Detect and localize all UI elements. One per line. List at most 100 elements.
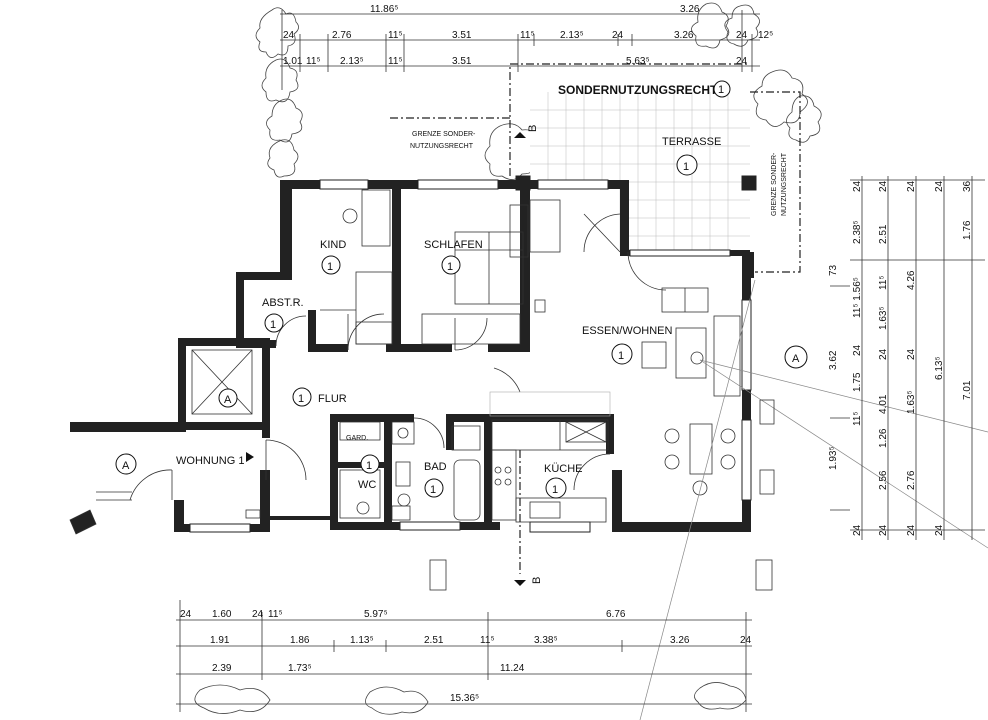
svg-text:24: 24 bbox=[934, 524, 945, 536]
grenze-right-line1: GRENZE SONDER- bbox=[771, 152, 778, 216]
svg-text:3.62: 3.62 bbox=[828, 350, 839, 370]
dim-bot-r3-0: 2.39 bbox=[212, 663, 232, 674]
marker-abstr: 1 bbox=[264, 313, 284, 333]
stair-fragment bbox=[69, 399, 775, 591]
marker-kueche: 1 bbox=[545, 477, 567, 499]
dimension-lines-top: 11.86⁵ 3.26 24 2.76 11⁵ 3.51 11⁵ 2.13⁵ 2… bbox=[280, 4, 773, 90]
marker-a-right: A bbox=[784, 345, 808, 369]
svg-text:6.13⁵: 6.13⁵ bbox=[934, 356, 945, 380]
room-essen-wohnen: ESSEN/WOHNEN bbox=[582, 325, 673, 337]
room-labels: KIND SCHLAFEN ABST.R. FLUR ESSEN/WOHNEN … bbox=[176, 83, 788, 491]
room-wc: WC bbox=[358, 479, 376, 491]
dim-top-r1-0: 11.86⁵ bbox=[370, 4, 398, 15]
dim-top-r2-3: 3.51 bbox=[452, 30, 472, 41]
dim-top-r2-5: 2.13⁵ bbox=[560, 30, 584, 41]
marker-wc: 1 bbox=[360, 454, 380, 474]
room-abstr: ABST.R. bbox=[262, 297, 304, 309]
section-lines bbox=[514, 132, 988, 720]
dim-top-r2-7: 3.26 bbox=[674, 30, 694, 41]
svg-text:2.38⁵: 2.38⁵ bbox=[852, 220, 863, 244]
room-schlafen: SCHLAFEN bbox=[424, 239, 483, 251]
svg-text:1: 1 bbox=[447, 261, 453, 273]
svg-text:1: 1 bbox=[270, 319, 276, 331]
dim-bot-r1-1: 1.60 bbox=[212, 609, 232, 620]
room-kind: KIND bbox=[320, 239, 346, 251]
svg-text:7.01: 7.01 bbox=[962, 380, 973, 400]
marker-b-top: B bbox=[527, 125, 539, 132]
room-bad: BAD bbox=[424, 461, 447, 473]
room-wohnung: WOHNUNG 1 bbox=[176, 455, 244, 467]
svg-text:1: 1 bbox=[552, 484, 558, 496]
marker-terrasse: 1 bbox=[676, 154, 698, 176]
garden-trees-top bbox=[255, 2, 822, 180]
marker-schlafen: 1 bbox=[441, 255, 461, 275]
dimension-lines-right: 24 2.38⁵ 73 11⁵ 1.56⁵ 24 1.75 11⁵ 1.93⁵ … bbox=[828, 176, 985, 540]
dim-top-r3-3: 11⁵ bbox=[388, 56, 403, 67]
svg-text:24: 24 bbox=[878, 180, 889, 192]
dim-bot-r1-3: 11⁵ bbox=[268, 609, 283, 620]
svg-text:1: 1 bbox=[327, 261, 333, 273]
dim-bot-r2-4: 11⁵ bbox=[480, 635, 495, 646]
marker-flur: 1 bbox=[292, 387, 312, 407]
dim-top-r3-6: 24 bbox=[736, 56, 748, 67]
svg-text:B: B bbox=[527, 125, 539, 132]
dim-bot-r3-2: 11.24 bbox=[500, 663, 525, 674]
svg-text:B: B bbox=[531, 577, 543, 584]
svg-text:24: 24 bbox=[878, 524, 889, 536]
svg-text:24: 24 bbox=[934, 180, 945, 192]
svg-text:1.76: 1.76 bbox=[962, 220, 973, 240]
special-use-boundary bbox=[390, 63, 801, 273]
dimension-lines-bottom: 24 1.60 24 11⁵ 5.97⁵ 6.76 1.91 1.86 1.13… bbox=[176, 600, 752, 712]
svg-text:11⁵: 11⁵ bbox=[878, 275, 889, 290]
room-flur: FLUR bbox=[318, 393, 347, 405]
dim-bot-r2-0: 1.91 bbox=[210, 635, 230, 646]
dim-bot-r2-2: 1.13⁵ bbox=[350, 635, 374, 646]
dim-top-r2-6: 24 bbox=[612, 30, 624, 41]
svg-text:4.26: 4.26 bbox=[906, 270, 917, 290]
svg-text:11⁵: 11⁵ bbox=[852, 411, 863, 426]
dim-bot-r4-0: 15.36⁵ bbox=[450, 693, 479, 704]
dim-bot-r1-5: 6.76 bbox=[606, 609, 626, 620]
dim-bot-r2-6: 3.26 bbox=[670, 635, 690, 646]
svg-text:4.01: 4.01 bbox=[878, 394, 889, 414]
marker-essen: 1 bbox=[611, 343, 633, 365]
garden-trees-bottom bbox=[194, 682, 747, 715]
dim-bot-r2-7: 24 bbox=[740, 635, 752, 646]
svg-text:1.93⁵: 1.93⁵ bbox=[828, 446, 839, 470]
svg-text:24: 24 bbox=[852, 524, 863, 536]
dim-top-r3-0: 1.01 bbox=[283, 56, 303, 67]
marker-b-bottom: B bbox=[531, 577, 543, 584]
dim-top-r2-4: 11⁵ bbox=[520, 30, 535, 41]
svg-text:24: 24 bbox=[878, 348, 889, 360]
dim-top-r3-1: 11⁵ bbox=[306, 56, 321, 67]
svg-text:1.75: 1.75 bbox=[852, 372, 863, 392]
svg-text:24: 24 bbox=[852, 180, 863, 192]
dim-bot-r3-1: 1.73⁵ bbox=[288, 663, 312, 674]
marker-kind: 1 bbox=[321, 255, 341, 275]
label-garderobe: GARD. bbox=[346, 435, 368, 442]
dim-top-r2-9: 12⁵ bbox=[758, 30, 773, 41]
dim-top-r1-1: 3.26 bbox=[680, 4, 700, 15]
dim-top-r2-0: 24 bbox=[283, 30, 295, 41]
terrace-tiles bbox=[530, 92, 750, 252]
marker-a-left: A bbox=[115, 453, 137, 475]
svg-text:2.76: 2.76 bbox=[906, 470, 917, 490]
dim-top-r3-4: 3.51 bbox=[452, 56, 472, 67]
room-terrasse: TERRASSE bbox=[662, 136, 721, 148]
doors bbox=[129, 213, 667, 501]
svg-text:A: A bbox=[792, 353, 800, 365]
svg-text:1: 1 bbox=[718, 84, 724, 96]
svg-text:11⁵ 1.56⁵: 11⁵ 1.56⁵ bbox=[852, 277, 863, 318]
svg-text:2.51: 2.51 bbox=[878, 224, 889, 244]
svg-text:1: 1 bbox=[683, 161, 689, 173]
dim-bot-r2-5: 3.38⁵ bbox=[534, 635, 558, 646]
dim-bot-r1-0: 24 bbox=[180, 609, 192, 620]
svg-text:1: 1 bbox=[298, 393, 304, 405]
svg-text:1: 1 bbox=[430, 484, 436, 496]
dim-top-r2-8: 24 bbox=[736, 30, 748, 41]
dim-top-r2-2: 11⁵ bbox=[388, 30, 403, 41]
dim-top-r3-5: 5.63⁵ bbox=[626, 56, 650, 67]
svg-text:1: 1 bbox=[366, 460, 372, 472]
svg-text:1.26: 1.26 bbox=[878, 428, 889, 448]
grenze-left-line2: NUTZUNGSRECHT bbox=[410, 143, 474, 150]
